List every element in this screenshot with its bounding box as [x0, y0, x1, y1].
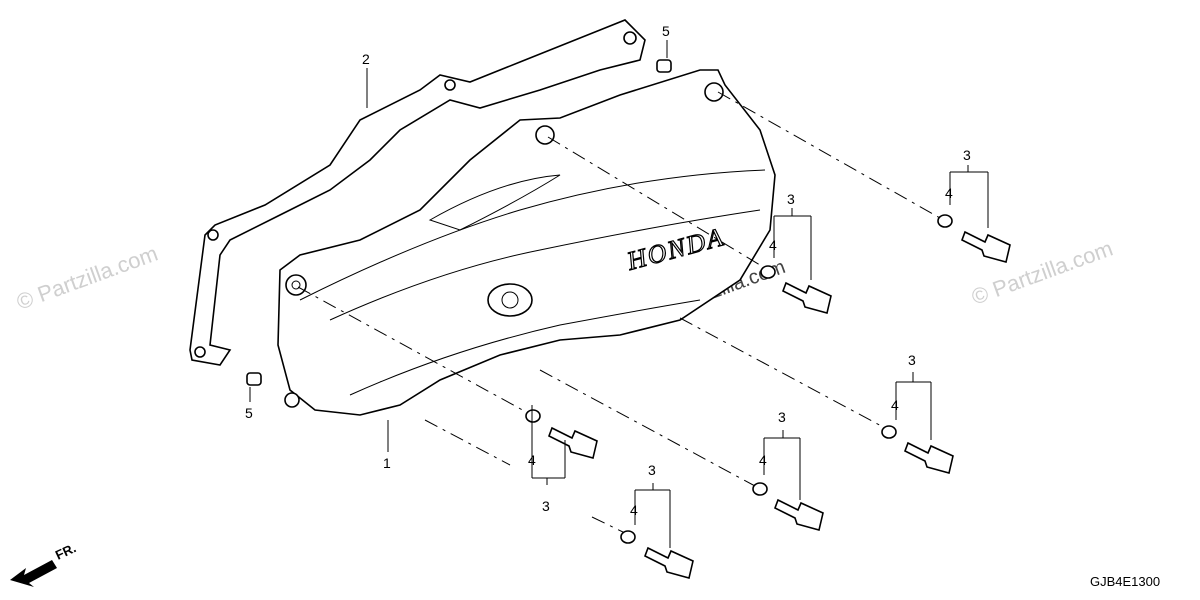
- callout-4-d: 4: [891, 397, 899, 413]
- callout-5-bottom: 5: [245, 405, 253, 421]
- fastener-set-a: [937, 214, 1011, 263]
- gasket-part: [189, 19, 646, 366]
- callout-3-c: 3: [542, 498, 550, 514]
- watermark-left: © Partzilla.com: [13, 241, 161, 315]
- drawing-code: GJB4E1300: [1090, 574, 1160, 589]
- callout-3-e: 3: [778, 409, 786, 425]
- callouts: 2 1 5 5 3 4 3 4 3 4 3 4 3 4 3 4: [245, 23, 971, 518]
- fastener-set-e: [752, 482, 824, 531]
- front-label: FR.: [53, 540, 78, 562]
- cover-part: HONDA: [277, 69, 776, 416]
- callout-3-f: 3: [648, 462, 656, 478]
- fastener-set-f: [620, 530, 694, 579]
- callout-4-c: 4: [528, 452, 536, 468]
- leaders: [249, 40, 989, 548]
- callout-1: 1: [383, 455, 391, 471]
- callout-3-b: 3: [787, 191, 795, 207]
- callout-4-a: 4: [945, 185, 953, 201]
- dowel-pin-top: [656, 59, 672, 73]
- callout-4-e: 4: [759, 452, 767, 468]
- callout-5-top: 5: [662, 23, 670, 39]
- callout-2: 2: [362, 51, 370, 67]
- dowel-pin-bottom: [246, 372, 262, 386]
- callout-4-f: 4: [630, 502, 638, 518]
- fastener-set-b: [760, 265, 832, 314]
- callout-3-d: 3: [908, 352, 916, 368]
- centerlines: [297, 91, 941, 534]
- front-arrow-icon: FR.: [10, 540, 78, 587]
- fastener-set-c: [525, 409, 598, 459]
- callout-3-a: 3: [963, 147, 971, 163]
- fastener-set-d: [881, 425, 954, 474]
- callout-4-b: 4: [769, 237, 777, 253]
